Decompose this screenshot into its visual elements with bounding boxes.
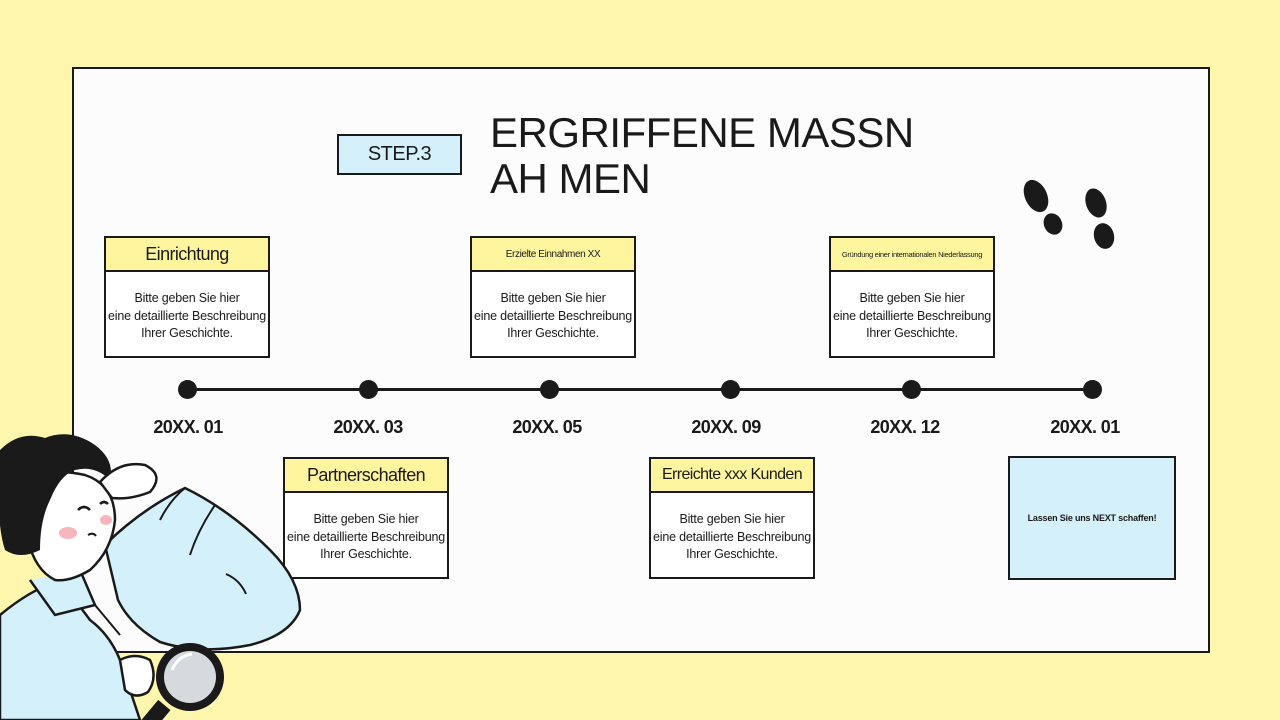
milestone-description: Bitte geben Sie hier eine detaillierte B… [474,291,632,340]
milestone-heading: Einrichtung [106,238,268,272]
timeline-date: 20XX. 09 [691,417,761,437]
milestone-card: Gründung einer internationalen Niederlas… [829,236,995,358]
timeline-dot [1083,380,1102,399]
milestone-heading: Gründung einer internationalen Niederlas… [831,238,993,272]
timeline-line [187,388,1093,391]
milestone-description: Bitte geben Sie hier eine detaillierte B… [833,291,991,340]
milestone-card: Einrichtung Bitte geben Sie hier eine de… [104,236,270,358]
milestone-description: Bitte geben Sie hier eine detaillierte B… [653,512,811,561]
milestone-heading: Partnerschaften [285,459,447,493]
milestone-heading: Erzielte Einnahmen XX [472,238,634,272]
milestone-heading: Erreichte xxx Kunden [651,459,813,493]
timeline-dot [540,380,559,399]
timeline-date: 20XX. 01 [1050,417,1120,437]
milestone-description: Bitte geben Sie hier eine detaillierte B… [287,512,445,561]
timeline-dot [721,380,740,399]
timeline-date: 20XX. 01 [153,417,223,437]
milestone-card: Partnerschaften Bitte geben Sie hier ein… [283,457,449,579]
footprints-icon [1023,179,1115,249]
page-title: ERGRIFFENE MASSNAH MEN [490,109,914,202]
step-badge: STEP.3 [337,134,462,175]
timeline-dot [178,380,197,399]
milestone-card: Erreichte xxx Kunden Bitte geben Sie hie… [649,457,815,579]
milestone-card: Erzielte Einnahmen XX Bitte geben Sie hi… [470,236,636,358]
timeline-date: 20XX. 03 [333,417,403,437]
timeline-date: 20XX. 12 [870,417,940,437]
timeline-dot [902,380,921,399]
person-with-magnifier-illustration [0,434,302,720]
timeline-dot [359,380,378,399]
milestone-description: Bitte geben Sie hier eine detaillierte B… [108,291,266,340]
final-message-box: Lassen Sie uns NEXT schaffen! [1008,456,1176,580]
timeline-date: 20XX. 05 [512,417,582,437]
